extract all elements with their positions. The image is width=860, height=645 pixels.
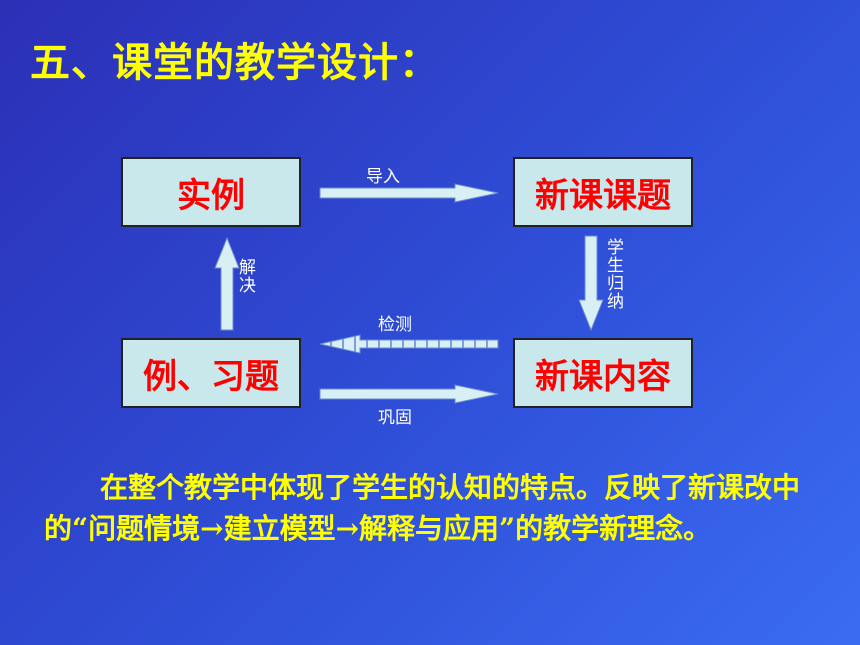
label-guina: 学生归纳 xyxy=(603,238,623,310)
label-daoru: 导入 xyxy=(366,167,400,187)
box-lixi-label: 例、习题 xyxy=(143,356,279,397)
arrow-gonggu xyxy=(319,384,499,404)
label-jiance: 检测 xyxy=(378,315,412,335)
arrow-daoru xyxy=(319,183,499,203)
label-jiejue: 解决 xyxy=(235,258,255,294)
box-lixi: 例、习题 xyxy=(121,338,301,408)
box-neirong: 新课内容 xyxy=(513,338,693,408)
arrow-jiance xyxy=(319,334,499,354)
box-neirong-label: 新课内容 xyxy=(535,356,671,397)
summary-paragraph: 在整个教学中体现了学生的认知的特点。反映了新课改中的“问题情境→建立模型→解释与… xyxy=(44,471,801,545)
box-xinketi: 新课课题 xyxy=(513,157,693,227)
arrow-guina xyxy=(578,235,604,332)
arrow-jiejue xyxy=(214,236,240,331)
page-title: 五、课堂的教学设计： xyxy=(30,39,440,86)
box-xinketi-label: 新课课题 xyxy=(535,175,671,216)
box-shili: 实例 xyxy=(121,157,301,227)
label-gonggu: 巩固 xyxy=(378,408,412,428)
box-shili-label: 实例 xyxy=(177,175,245,216)
